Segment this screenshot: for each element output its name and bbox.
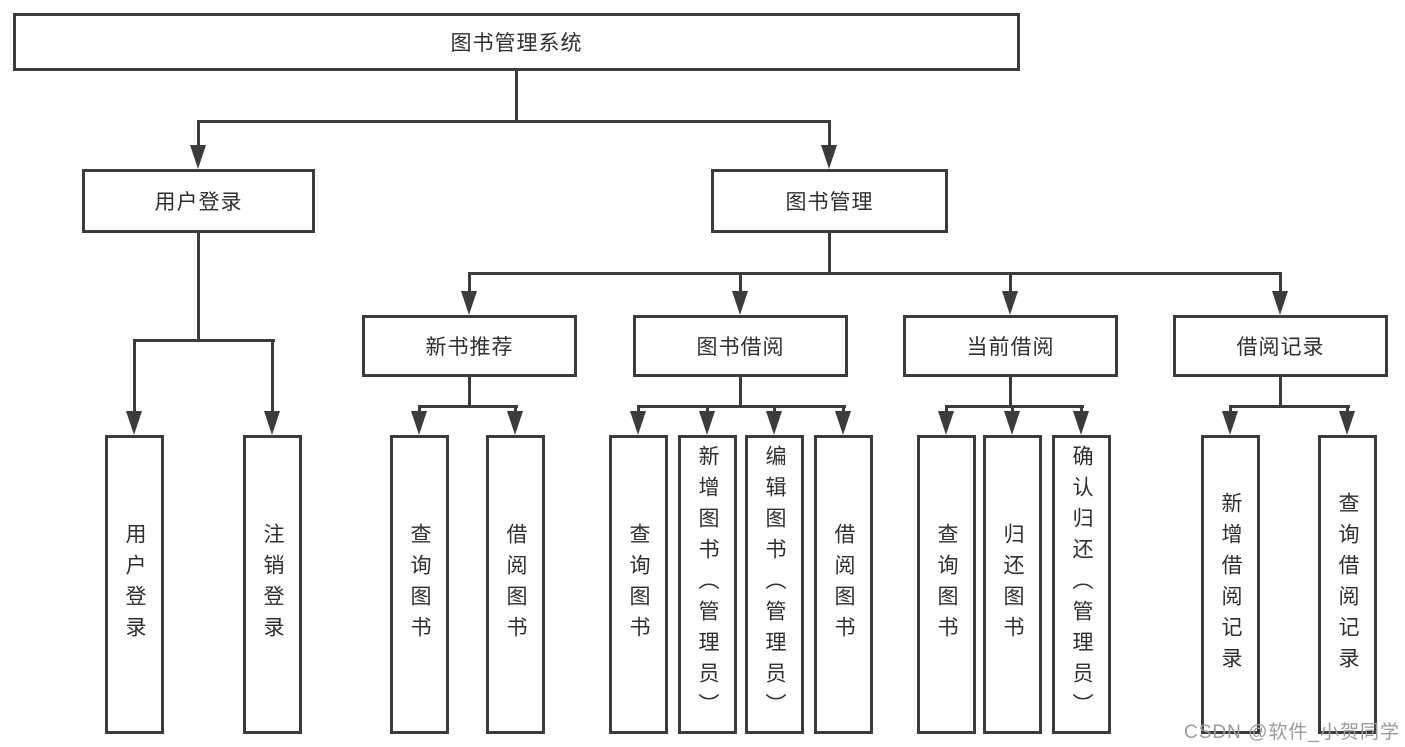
arrow-to-current-borrow bbox=[1002, 272, 1018, 315]
connector-root-stub bbox=[515, 70, 518, 122]
leaf-newbook-query-label: 查询图书 bbox=[408, 522, 431, 647]
node-user-login: 用户登录 bbox=[82, 169, 315, 233]
arrow-borrow-edit bbox=[766, 405, 782, 435]
arrow-current-query bbox=[938, 405, 954, 435]
arrow-to-book-borrow bbox=[732, 272, 748, 315]
connector-new-book-bus bbox=[418, 405, 518, 408]
connector-records-bus bbox=[1229, 405, 1350, 408]
arrow-records-query bbox=[1339, 405, 1355, 435]
leaf-current-query: 查询图书 bbox=[917, 435, 976, 734]
arrow-to-new-book-recommend bbox=[461, 272, 477, 315]
leaf-borrow-query-label: 查询图书 bbox=[627, 522, 650, 647]
leaf-records-query: 查询借阅记录 bbox=[1318, 435, 1377, 734]
connector-user-login-bus bbox=[133, 339, 275, 342]
connector-book-management-stub bbox=[828, 232, 831, 274]
node-current-borrow-label: 当前借阅 bbox=[966, 336, 1055, 359]
node-borrow-records: 借阅记录 bbox=[1173, 315, 1388, 377]
leaf-current-query-label: 查询图书 bbox=[935, 522, 958, 647]
arrow-to-leaf-user-login bbox=[126, 339, 142, 435]
leaf-current-return-label: 归还图书 bbox=[1001, 522, 1024, 647]
arrow-newbook-borrow bbox=[507, 405, 523, 435]
leaf-current-confirm-admin: 确认归还（管理员） bbox=[1052, 435, 1111, 734]
leaf-current-confirm-admin-label: 确认归还（管理员） bbox=[1070, 445, 1093, 724]
connector-book-borrow-bus bbox=[637, 405, 846, 408]
leaf-borrow-add-admin: 新增图书（管理员） bbox=[678, 435, 737, 734]
connector-book-management-bus bbox=[468, 272, 1282, 275]
leaf-borrow-edit-admin: 编辑图书（管理员） bbox=[745, 435, 804, 734]
arrow-to-book-management bbox=[821, 120, 837, 169]
leaf-records-add: 新增借阅记录 bbox=[1201, 435, 1260, 734]
arrow-records-add bbox=[1222, 405, 1238, 435]
connector-new-book-stub bbox=[468, 375, 471, 407]
arrow-borrow-borrow bbox=[835, 405, 851, 435]
arrow-current-return bbox=[1004, 405, 1020, 435]
leaf-user-login-label: 用户登录 bbox=[123, 522, 146, 647]
leaf-records-query-label: 查询借阅记录 bbox=[1336, 491, 1359, 678]
arrow-newbook-query bbox=[411, 405, 427, 435]
connector-root-bus bbox=[197, 120, 831, 123]
leaf-newbook-borrow: 借阅图书 bbox=[486, 435, 545, 734]
node-book-borrow: 图书借阅 bbox=[633, 315, 848, 377]
arrow-borrow-query bbox=[630, 405, 646, 435]
leaf-current-return: 归还图书 bbox=[983, 435, 1042, 734]
connector-records-stub bbox=[1279, 375, 1282, 407]
leaf-borrow-add-admin-label: 新增图书（管理员） bbox=[696, 445, 719, 724]
node-root-label: 图书管理系统 bbox=[450, 32, 583, 55]
node-current-borrow: 当前借阅 bbox=[903, 315, 1118, 377]
leaf-records-add-label: 新增借阅记录 bbox=[1219, 491, 1242, 678]
leaf-logout-label: 注销登录 bbox=[261, 522, 284, 647]
node-book-borrow-label: 图书借阅 bbox=[696, 336, 785, 359]
leaf-borrow-borrow-label: 借阅图书 bbox=[832, 522, 855, 647]
node-book-management-label: 图书管理 bbox=[785, 191, 874, 214]
leaf-borrow-query: 查询图书 bbox=[609, 435, 668, 734]
node-root: 图书管理系统 bbox=[13, 13, 1020, 71]
arrow-current-confirm bbox=[1073, 405, 1089, 435]
arrow-borrow-add bbox=[699, 405, 715, 435]
node-user-login-label: 用户登录 bbox=[154, 191, 243, 214]
connector-current-borrow-stub bbox=[1009, 375, 1012, 407]
watermark: CSDN @软件_小贺同学 bbox=[1184, 722, 1400, 743]
leaf-logout: 注销登录 bbox=[243, 435, 302, 734]
arrow-to-user-login bbox=[190, 120, 206, 169]
leaf-user-login: 用户登录 bbox=[105, 435, 164, 734]
connector-user-login-stub bbox=[197, 232, 200, 341]
node-new-book-recommend-label: 新书推荐 bbox=[425, 336, 514, 359]
arrow-to-borrow-records bbox=[1272, 272, 1288, 315]
leaf-borrow-borrow: 借阅图书 bbox=[814, 435, 873, 734]
node-book-management: 图书管理 bbox=[711, 169, 948, 233]
connector-book-borrow-stub bbox=[739, 375, 742, 407]
leaf-newbook-borrow-label: 借阅图书 bbox=[504, 522, 527, 647]
node-borrow-records-label: 借阅记录 bbox=[1236, 336, 1325, 359]
arrow-to-leaf-logout bbox=[264, 339, 280, 435]
leaf-borrow-edit-admin-label: 编辑图书（管理员） bbox=[763, 445, 786, 724]
leaf-newbook-query: 查询图书 bbox=[390, 435, 449, 734]
connector-current-borrow-bus bbox=[945, 405, 1084, 408]
node-new-book-recommend: 新书推荐 bbox=[362, 315, 577, 377]
